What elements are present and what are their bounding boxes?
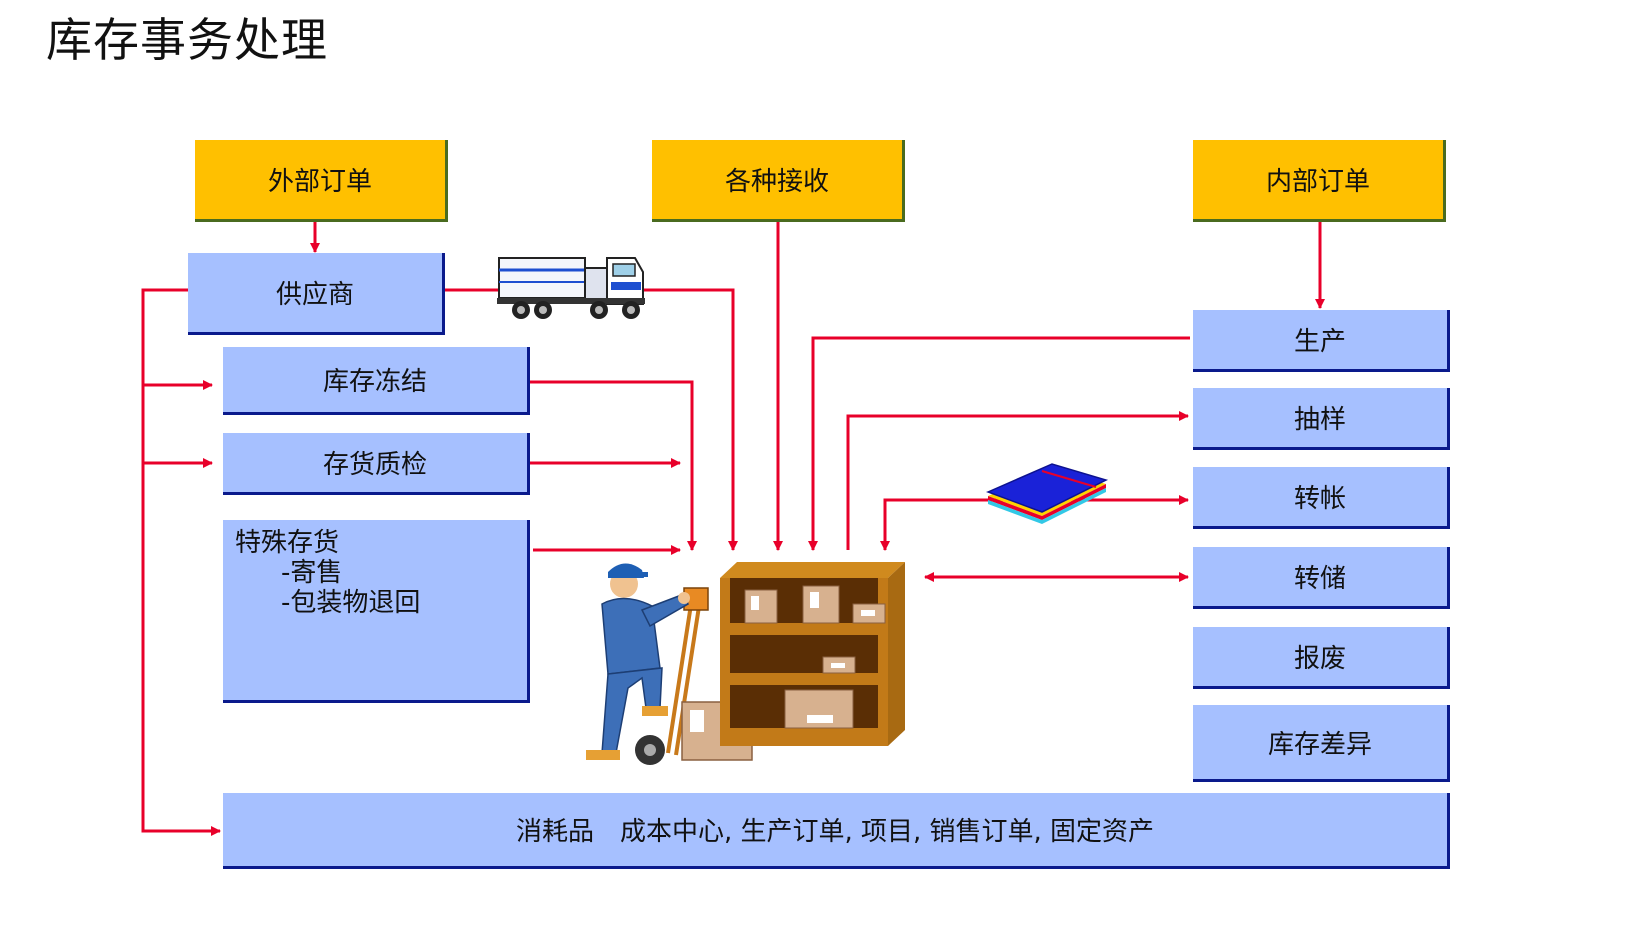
special-stock-packaging-return: -包装物退回 [281, 588, 421, 618]
arrow-freeze-to-shelf [530, 380, 697, 551]
transfer-posting-box: 转帐 [1193, 467, 1450, 529]
quality-check-box: 存货质检 [223, 433, 530, 495]
book-icon [985, 463, 1109, 524]
stock-transfer-box: 转储 [1193, 547, 1450, 609]
shelf-icon [720, 562, 905, 746]
external-order-box: 外部订单 [195, 140, 448, 222]
special-stock-box: 特殊存货 -寄售 -包装物退回 [223, 520, 530, 703]
truck-icon [497, 257, 645, 319]
arrow-production-to-shelf [808, 336, 1190, 551]
internal-order-box: 内部订单 [1193, 140, 1446, 222]
stock-freeze-box: 库存冻结 [223, 347, 530, 415]
arrow-shelf-to-sampling [846, 411, 1189, 550]
left-bus-line [141, 288, 221, 836]
consumption-box: 消耗品 成本中心, 生产订单, 项目, 销售订单, 固定资产 [223, 793, 1450, 869]
arrow-supplier-to-shelf [445, 288, 738, 551]
sampling-box: 抽样 [1193, 388, 1450, 450]
special-stock-consignment: -寄售 [281, 558, 343, 588]
scrapping-box: 报废 [1193, 627, 1450, 689]
production-box: 生产 [1193, 310, 1450, 372]
special-stock-title: 特殊存货 [235, 528, 340, 558]
supplier-box: 供应商 [188, 253, 445, 335]
inventory-difference-box: 库存差异 [1193, 705, 1450, 782]
page-title: 库存事务处理 [46, 13, 328, 67]
receipts-box: 各种接收 [652, 140, 905, 222]
